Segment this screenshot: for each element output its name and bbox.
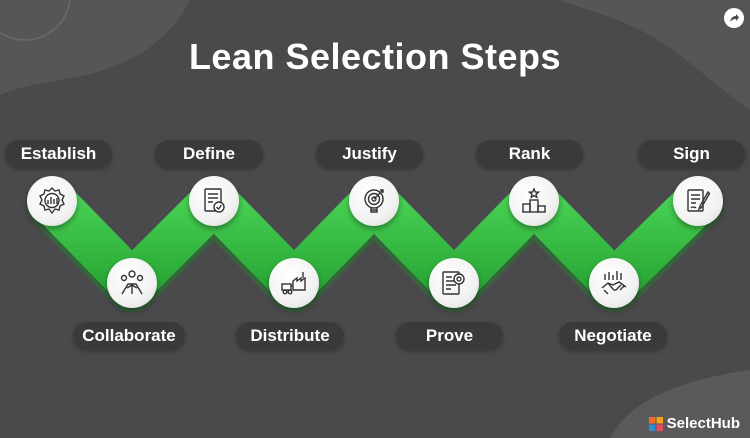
step-label-prove: Prove: [396, 322, 503, 350]
target-bulb-icon: [349, 176, 399, 226]
team-hands-icon: [107, 258, 157, 308]
handshake-chart-icon: [589, 258, 639, 308]
badge-chart-icon: [27, 176, 77, 226]
podium-star-icon: [509, 176, 559, 226]
contract-pen-icon: [673, 176, 723, 226]
step-label-justify: Justify: [316, 140, 423, 168]
step-label-establish: Establish: [5, 140, 112, 168]
checklist-document-icon: [189, 176, 239, 226]
step-label-collaborate: Collaborate: [73, 322, 185, 350]
delivery-factory-icon: [269, 258, 319, 308]
step-label-distribute: Distribute: [236, 322, 344, 350]
step-label-rank: Rank: [476, 140, 583, 168]
step-label-sign: Sign: [638, 140, 745, 168]
selecthub-logo: SelectHub: [648, 415, 740, 432]
page-title: Lean Selection Steps: [188, 36, 562, 77]
step-label-negotiate: Negotiate: [559, 322, 667, 350]
share-icon[interactable]: [724, 8, 744, 28]
report-gear-icon: [429, 258, 479, 308]
step-label-define: Define: [155, 140, 263, 168]
selecthub-logo-icon: [648, 416, 663, 431]
brand-name: SelectHub: [666, 415, 740, 432]
